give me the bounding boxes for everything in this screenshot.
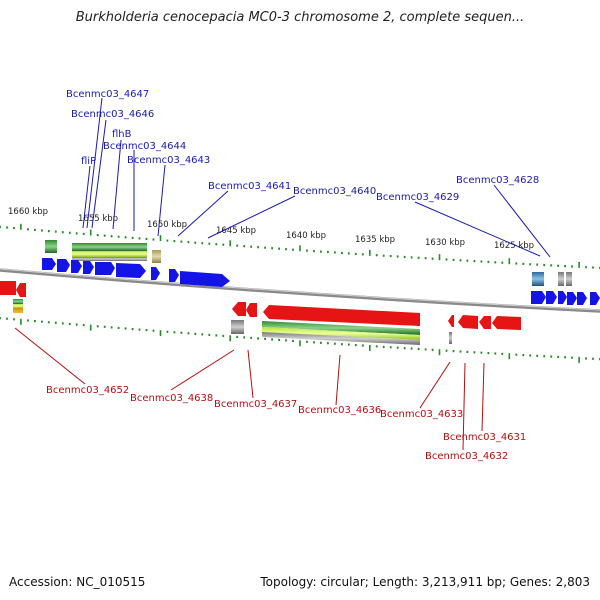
gene-bar[interactable]: [13, 304, 23, 308]
gene-label[interactable]: Bcenmc03_4628: [456, 175, 539, 186]
topology-summary: Topology: circular; Length: 3,213,911 bp…: [260, 575, 590, 589]
gene-arrow[interactable]: [546, 291, 557, 304]
scale-ticks-top: [0, 223, 600, 269]
gene-label[interactable]: Bcenmc03_4647: [66, 89, 149, 100]
gene-arrow[interactable]: [448, 315, 454, 327]
gene-arrow[interactable]: [590, 292, 600, 305]
gene-arrow[interactable]: [263, 305, 420, 326]
gene-label[interactable]: Bcenmc03_4636: [298, 405, 381, 416]
gene-label[interactable]: Bcenmc03_4632: [425, 451, 508, 462]
gene-arrow[interactable]: [116, 263, 146, 278]
gene-arrow[interactable]: [16, 283, 26, 297]
reverse-gene-labels: Bcenmc03_4652 Bcenmc03_4638 Bcenmc03_463…: [46, 385, 526, 462]
gene-label[interactable]: Bcenmc03_4641: [208, 181, 291, 192]
gene-bar[interactable]: [72, 251, 147, 257]
gene-arrow[interactable]: [577, 292, 587, 305]
gene-label[interactable]: Bcenmc03_4629: [376, 192, 459, 203]
gene-arrow[interactable]: [531, 291, 546, 304]
gene-arrow[interactable]: [458, 315, 478, 329]
gene-bar[interactable]: [13, 308, 23, 313]
gene-label[interactable]: Bcenmc03_4637: [214, 399, 297, 410]
gene-label[interactable]: flhB: [112, 129, 132, 140]
scale-label: 1630 kbp: [425, 238, 465, 248]
gene-bar[interactable]: [231, 320, 244, 334]
gene-label[interactable]: Bcenmc03_4644: [103, 141, 186, 152]
scale-label: 1650 kbp: [147, 220, 187, 230]
gene-bar[interactable]: [558, 272, 564, 286]
scale-label: 1625 kbp: [494, 241, 534, 251]
forward-feature-bars: [45, 240, 572, 286]
gene-bar[interactable]: [72, 243, 147, 251]
gene-arrow[interactable]: [246, 303, 257, 317]
gene-arrow[interactable]: [479, 316, 491, 329]
chromosome-backbone: [0, 268, 600, 313]
gene-arrow[interactable]: [492, 316, 521, 330]
gene-label[interactable]: Bcenmc03_4643: [127, 155, 210, 166]
gene-label[interactable]: Bcenmc03_4633: [380, 409, 463, 420]
gene-bar[interactable]: [152, 250, 161, 263]
gene-label[interactable]: Bcenmc03_4638: [130, 393, 213, 404]
gene-arrow[interactable]: [83, 261, 94, 274]
scale-label: 1655 kbp: [78, 214, 118, 224]
gene-bar[interactable]: [45, 240, 57, 253]
gene-bar[interactable]: [449, 332, 452, 344]
gene-bar[interactable]: [262, 332, 420, 345]
gene-arrow[interactable]: [57, 259, 70, 272]
reverse-feature-bars: [13, 299, 452, 345]
gene-label[interactable]: fliP: [81, 156, 96, 167]
gene-label[interactable]: Bcenmc03_4652: [46, 385, 129, 396]
gene-bar[interactable]: [566, 272, 572, 286]
scale-labels: 1660 kbp 1655 kbp 1650 kbp 1645 kbp 1640…: [8, 207, 534, 251]
gene-arrow[interactable]: [95, 262, 115, 275]
gene-arrow[interactable]: [151, 267, 160, 280]
gene-bar[interactable]: [532, 272, 544, 286]
gene-arrow[interactable]: [232, 302, 246, 316]
scale-label: 1660 kbp: [8, 207, 48, 217]
sequence-title: Burkholderia cenocepacia MC0-3 chromosom…: [75, 10, 525, 25]
gene-arrow[interactable]: [169, 269, 179, 282]
reverse-genes: [0, 281, 521, 330]
label-leader-lines: [14, 97, 551, 451]
scale-label: 1645 kbp: [216, 226, 256, 236]
gene-arrow[interactable]: [0, 281, 16, 295]
gene-bar[interactable]: [13, 299, 23, 304]
scale-label: 1635 kbp: [355, 235, 395, 245]
gene-arrow[interactable]: [567, 292, 577, 305]
gene-label[interactable]: Bcenmc03_4640: [293, 186, 376, 197]
accession-label: Accession: NC_010515: [9, 575, 146, 589]
gene-bar[interactable]: [262, 327, 420, 340]
gene-arrow[interactable]: [180, 271, 230, 287]
gene-arrow[interactable]: [42, 258, 56, 270]
gene-arrow[interactable]: [71, 260, 82, 273]
forward-genes: [42, 258, 600, 305]
forward-gene-labels: Bcenmc03_4647 Bcenmc03_4646 flhB Bcenmc0…: [66, 89, 539, 203]
scale-label: 1640 kbp: [286, 231, 326, 241]
gene-bar[interactable]: [262, 321, 420, 335]
gene-label[interactable]: Bcenmc03_4631: [443, 432, 526, 443]
gene-bar[interactable]: [72, 257, 147, 261]
gene-label[interactable]: Bcenmc03_4646: [71, 109, 154, 120]
gene-arrow[interactable]: [558, 291, 567, 304]
scale-ticks-bottom: [0, 317, 600, 363]
